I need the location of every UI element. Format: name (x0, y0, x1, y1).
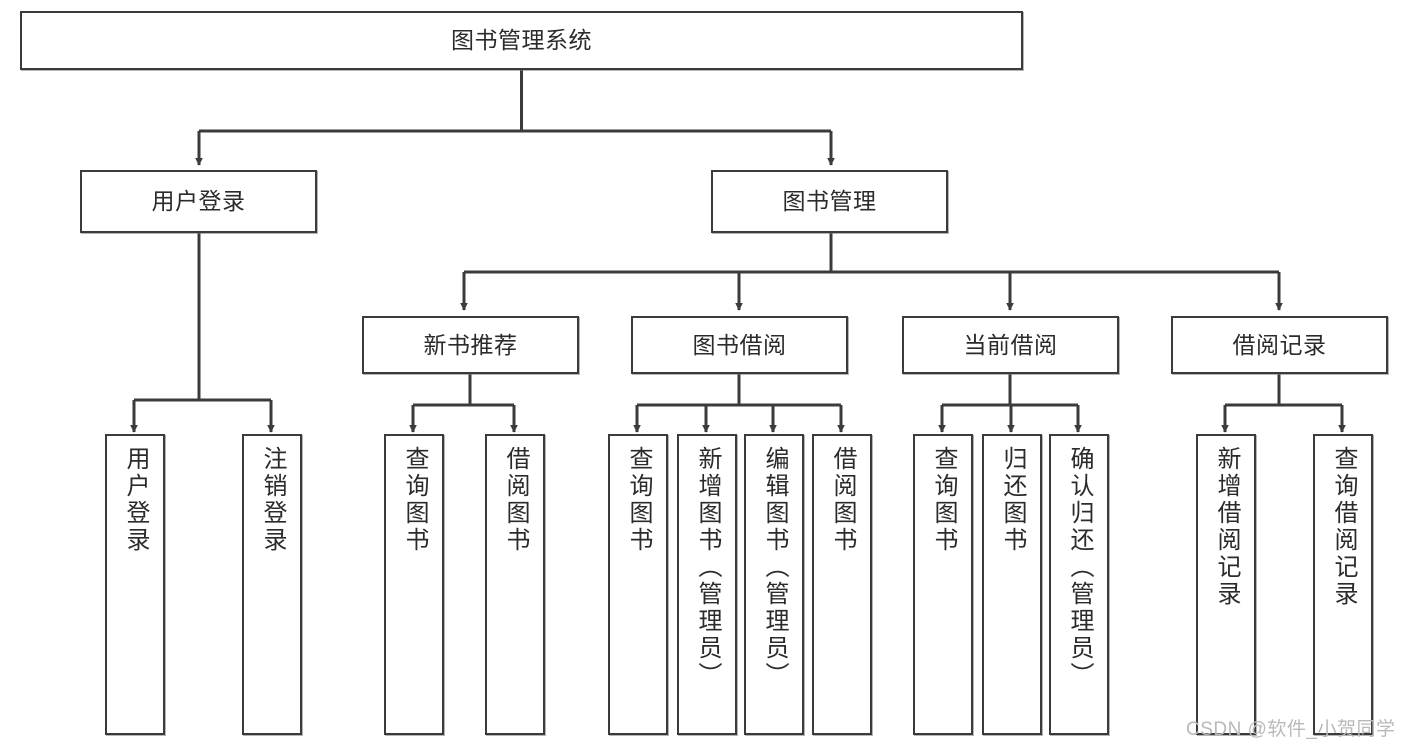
leaf-borrow-books-borrowing[interactable]: 借阅图书 (812, 434, 872, 735)
node-label: 用户登录 (151, 188, 246, 214)
node-borrowing-records[interactable]: 借阅记录 (1171, 316, 1388, 374)
node-label: 图书借阅 (692, 331, 787, 358)
node-label: 查询借阅记录 (1330, 446, 1357, 608)
node-root-system[interactable]: 图书管理系统 (20, 11, 1023, 70)
leaf-user-login[interactable]: 用户登录 (105, 434, 165, 735)
node-label: 借阅记录 (1232, 331, 1327, 358)
node-label: 图书管理 (782, 188, 877, 214)
node-new-book-recommendation[interactable]: 新书推荐 (362, 316, 579, 374)
leaf-add-borrow-record[interactable]: 新增借阅记录 (1196, 434, 1256, 735)
node-current-borrowing[interactable]: 当前借阅 (902, 316, 1119, 374)
node-label: 归还图书 (999, 446, 1026, 554)
node-book-management[interactable]: 图书管理 (711, 170, 948, 233)
node-label: 编辑图书（管理员） (761, 446, 788, 689)
node-label: 注销登录 (259, 446, 286, 554)
node-label: 查询图书 (401, 446, 428, 554)
leaf-edit-book-admin[interactable]: 编辑图书（管理员） (744, 434, 804, 735)
node-label: 确认归还（管理员） (1066, 446, 1093, 689)
node-label: 当前借阅 (963, 331, 1058, 358)
node-label: 新书推荐 (423, 331, 518, 358)
leaf-logout[interactable]: 注销登录 (242, 434, 302, 735)
leaf-query-books-current[interactable]: 查询图书 (913, 434, 973, 735)
leaf-query-borrow-record[interactable]: 查询借阅记录 (1313, 434, 1373, 735)
node-label: 图书管理系统 (451, 27, 592, 53)
watermark-text: CSDN @软件_小贺同学 (1186, 719, 1396, 740)
node-label: 新增借阅记录 (1213, 446, 1240, 608)
leaf-add-book-admin[interactable]: 新增图书（管理员） (677, 434, 737, 735)
leaf-return-books[interactable]: 归还图书 (982, 434, 1042, 735)
leaf-query-books-borrowing[interactable]: 查询图书 (608, 434, 668, 735)
node-book-borrowing[interactable]: 图书借阅 (631, 316, 848, 374)
node-label: 借阅图书 (502, 446, 529, 554)
node-label: 查询图书 (625, 446, 652, 554)
leaf-confirm-return-admin[interactable]: 确认归还（管理员） (1049, 434, 1109, 735)
node-label: 新增图书（管理员） (694, 446, 721, 689)
leaf-query-books-recommend[interactable]: 查询图书 (384, 434, 444, 735)
node-label: 查询图书 (930, 446, 957, 554)
node-user-login[interactable]: 用户登录 (80, 170, 317, 233)
leaf-borrow-books-recommend[interactable]: 借阅图书 (485, 434, 545, 735)
node-label: 借阅图书 (829, 446, 856, 554)
node-label: 用户登录 (122, 446, 149, 554)
